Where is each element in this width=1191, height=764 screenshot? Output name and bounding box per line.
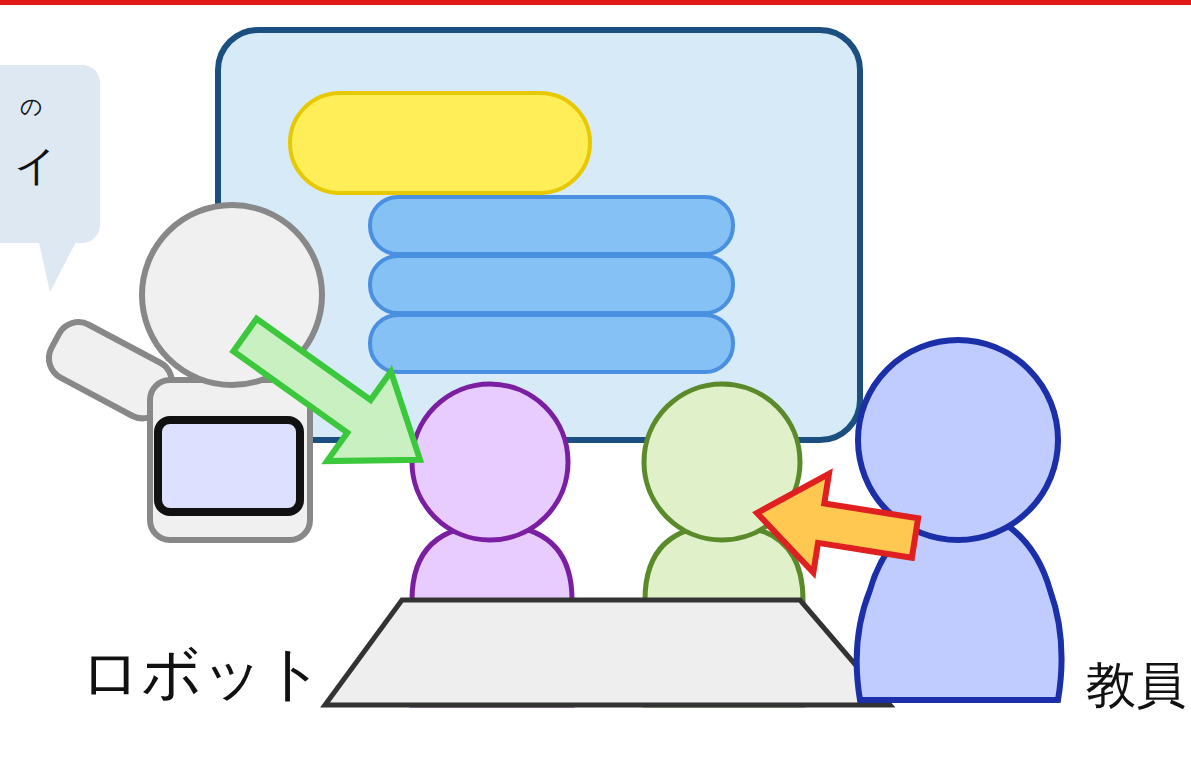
screen-title-bar: [290, 93, 590, 193]
figure-label: ロボット: [80, 640, 324, 706]
screen-line: [370, 256, 733, 313]
student-head: [412, 384, 568, 540]
robot-body: [150, 380, 310, 540]
teacher-attention-arrow: [749, 464, 923, 588]
robot-tablet: [158, 420, 300, 512]
bubble-text: イ: [14, 143, 57, 189]
arrow-shape: [213, 290, 452, 504]
screen-line: [370, 315, 733, 372]
screen-line: [370, 197, 733, 254]
arrow-shape: [749, 464, 923, 588]
robot-attention-arrow: [213, 290, 452, 504]
teacher-head: [858, 340, 1058, 540]
bubble-text: の: [20, 95, 43, 119]
bubble-tail: [38, 238, 78, 292]
top-rule: [0, 0, 1191, 5]
figure-label: 教員: [1086, 658, 1186, 713]
speech-bubble: のイ: [0, 65, 100, 243]
desk: [325, 600, 890, 705]
